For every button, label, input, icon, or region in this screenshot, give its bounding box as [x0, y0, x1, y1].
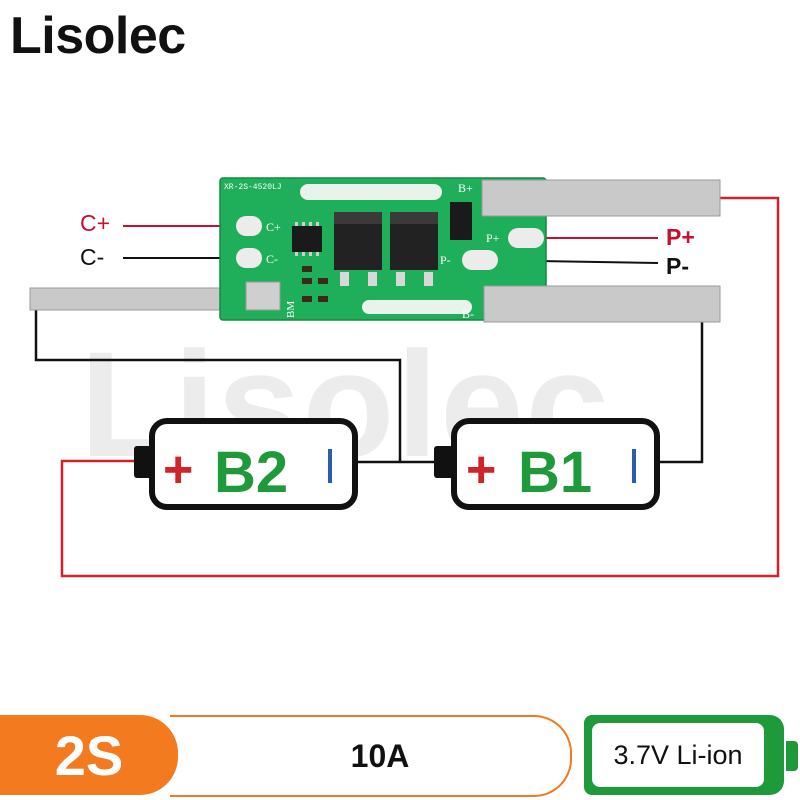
- pcb-slot-top: [300, 184, 442, 200]
- smd-components: [245, 266, 328, 311]
- mosfet-2-tab: [390, 212, 438, 224]
- battery-b2-label: B2: [214, 440, 288, 505]
- battery-b2: [134, 418, 358, 510]
- pad-label-bm: BM: [285, 301, 297, 318]
- pad-label-b-minus: B-: [462, 307, 474, 321]
- pcb-silkscreen-code: XR-2S-4520LJ: [224, 183, 282, 192]
- battery-b2-plus: +: [163, 441, 193, 499]
- terminal-label-c-minus: C-: [80, 244, 105, 270]
- battery-b1-plus: +: [466, 441, 496, 499]
- terminal-label-p-minus: P-: [666, 253, 689, 279]
- battery-b1: [434, 418, 660, 510]
- diode: [450, 202, 472, 240]
- cell-type-battery: 3.7V Li-ion: [584, 715, 784, 795]
- pad-label-p-plus: P+: [486, 231, 500, 245]
- pad-label-b-plus: B+: [458, 181, 473, 195]
- wire-p-plus-to-b2-minus: [60, 196, 780, 578]
- terminal-label-p-plus: P+: [666, 224, 695, 250]
- spec-bar: 10A 2S 3.7V Li-ion: [0, 715, 800, 800]
- pad-c-minus: [236, 248, 262, 268]
- pad-p-plus: [508, 228, 544, 248]
- battery-b1-label: B1: [518, 440, 592, 505]
- wire-c-minus-to-midpoint: [34, 302, 402, 462]
- current-rating: 10A: [350, 737, 410, 774]
- pad-label-c-plus: C+: [266, 220, 281, 234]
- mosfet-legs: [340, 272, 433, 286]
- pcb-slot-bottom: [362, 300, 472, 314]
- cell-type-box: 3.7V Li-ion: [592, 723, 764, 787]
- mosfet-1-tab: [334, 212, 382, 224]
- ic-pins: [295, 222, 319, 256]
- config-label: 2S: [54, 723, 124, 787]
- cell-type-label: 3.7V Li-ion: [613, 739, 743, 770]
- nickel-strip-b-plus: [481, 179, 721, 217]
- terminal-label-c-plus: C+: [80, 210, 111, 236]
- pad-p-minus: [462, 250, 498, 270]
- pad-c-plus: [236, 216, 262, 236]
- current-rating-box: 10A: [170, 715, 572, 797]
- nickel-strip-b-minus: [483, 285, 721, 323]
- pad-label-p-minus: P-: [440, 253, 451, 267]
- wire-b-minus-to-b1-minus: [655, 308, 704, 464]
- pad-label-c-minus: C-: [266, 252, 278, 266]
- config-badge: 2S: [0, 715, 178, 795]
- ic-chip: [292, 226, 322, 252]
- cell-type-battery-tip: [786, 741, 798, 771]
- brand-logo: Lisolec: [10, 7, 186, 65]
